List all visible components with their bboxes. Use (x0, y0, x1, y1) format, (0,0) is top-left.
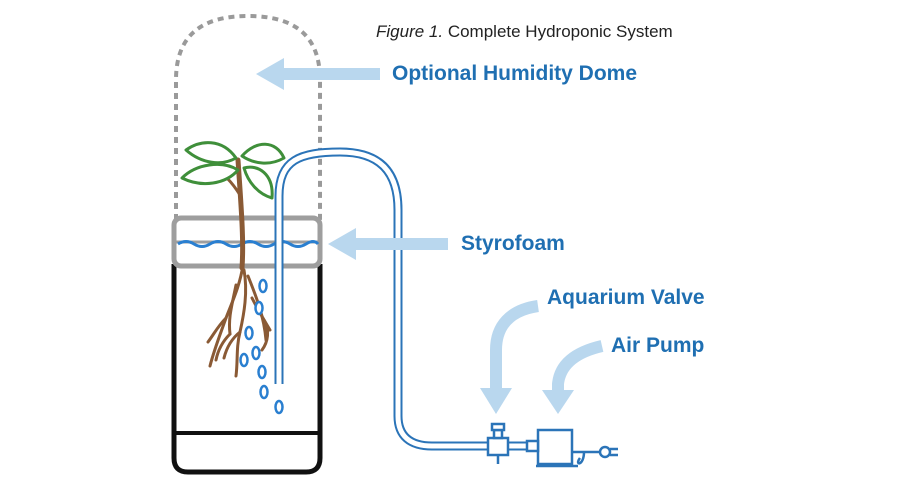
air-tube-inner (276, 149, 540, 449)
styrofoam-arrow (328, 228, 448, 260)
aquarium-valve-arrow (480, 300, 540, 414)
styrofoam-lid (171, 215, 323, 269)
label-styrofoam: Styrofoam (461, 232, 565, 255)
aquarium-valve (486, 422, 510, 464)
figure-caption: Complete Hydroponic System (447, 22, 673, 41)
water-line (177, 240, 320, 248)
air-bubbles (239, 278, 284, 415)
plant-stem (235, 157, 246, 271)
leaf-upper-right (240, 142, 286, 165)
container-jar (171, 264, 323, 475)
leaf-upper-left (184, 141, 238, 165)
air-pump (525, 428, 618, 468)
humidity-dome (174, 13, 322, 220)
leaf-middle-right (242, 165, 274, 200)
figure-number: Figure 1. (376, 22, 444, 41)
label-air-pump: Air Pump (611, 334, 705, 357)
air-pump-arrow (542, 340, 604, 414)
label-humidity-dome: Optional Humidity Dome (392, 62, 638, 85)
label-aquarium-valve: Aquarium Valve (547, 286, 705, 309)
figure-title: Figure 1. Complete Hydroponic System (376, 22, 673, 42)
plant-leaves (180, 141, 286, 200)
leaf-middle-left (180, 163, 240, 185)
humidity-dome-arrow (256, 58, 380, 90)
